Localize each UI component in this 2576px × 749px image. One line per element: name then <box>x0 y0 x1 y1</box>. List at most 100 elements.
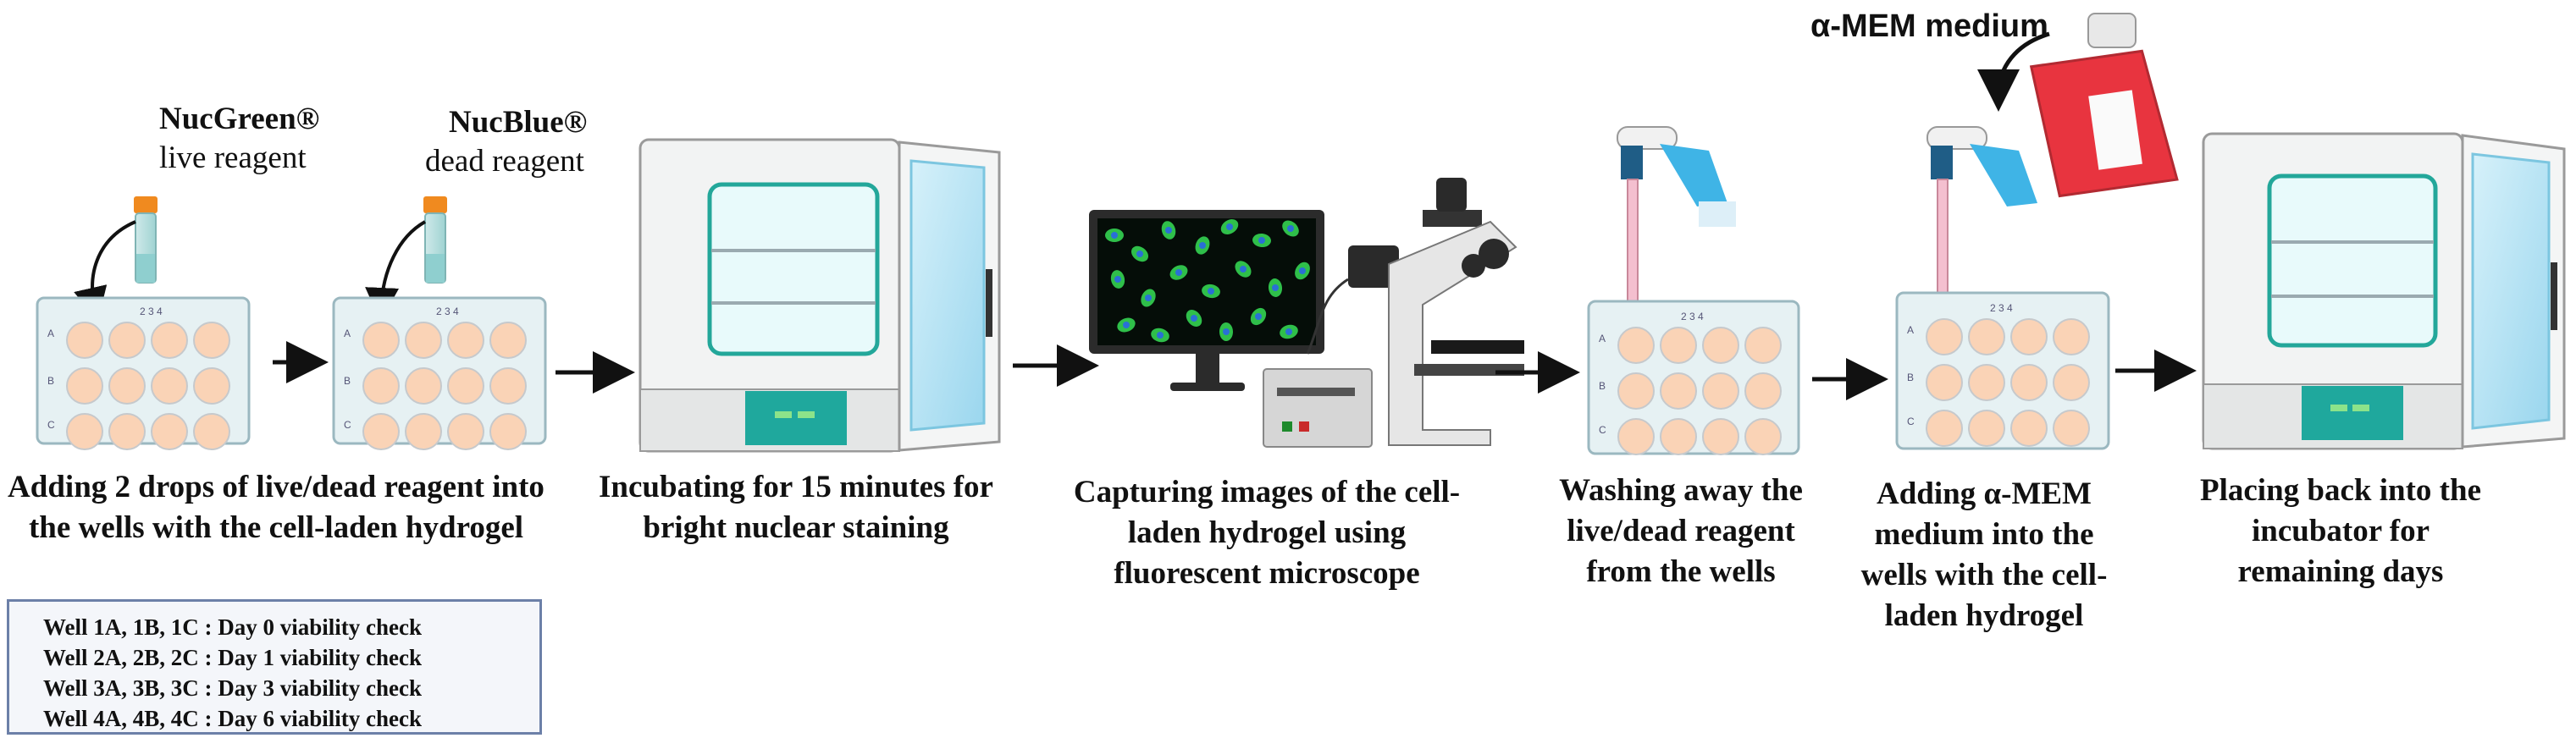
well-plate-3: 2 3 4 A B C <box>1587 300 1800 455</box>
step-5-caption: Adding α-MEM medium into the wells with … <box>1860 476 2108 633</box>
svg-text:C: C <box>47 419 55 431</box>
well-4C <box>1744 418 1782 455</box>
cell-nucleus <box>1223 328 1230 335</box>
reagent-tube-green <box>134 196 158 284</box>
cell-nucleus <box>1226 223 1233 230</box>
well-1C <box>362 413 400 450</box>
step-1-caption: Adding 2 drops of live/dead reagent into… <box>8 470 544 545</box>
cell-nucleus <box>1208 288 1214 295</box>
microscope <box>1306 178 1524 446</box>
cell-nucleus <box>1165 227 1172 234</box>
fluorescence-monitor <box>1089 210 1324 391</box>
well-1B <box>1926 364 1963 401</box>
well-4A <box>193 322 230 359</box>
well-1B <box>1617 372 1655 410</box>
cell-nucleus <box>1255 313 1262 320</box>
well-plate-1: 2 3 4 A B C <box>36 296 251 450</box>
cell-nucleus <box>1258 237 1265 244</box>
well-2A <box>108 322 146 359</box>
well-2B <box>108 367 146 405</box>
svg-text:A: A <box>47 328 54 339</box>
svg-text:A: A <box>1907 324 1914 336</box>
nucgreen-label: NucGreen® live reagent <box>159 100 379 178</box>
well-3C <box>2010 410 2048 447</box>
incubator-2 <box>2202 132 2566 450</box>
svg-text:B: B <box>47 375 54 387</box>
well-4C <box>2053 410 2090 447</box>
nucblue-label: NucBlue® dead reagent <box>425 103 645 181</box>
well-3C <box>1702 418 1739 455</box>
well-3C <box>151 413 188 450</box>
medium-bottle <box>2029 13 2179 198</box>
well-3B <box>447 367 484 405</box>
well-4C <box>489 413 527 450</box>
well-2B <box>1968 364 2005 401</box>
well-plate-2: 2 3 4 A B C <box>332 296 547 450</box>
well-1A <box>66 322 103 359</box>
nucblue-name: NucBlue® <box>449 105 588 140</box>
well-2A <box>1968 318 2005 355</box>
step-2-caption: Incubating for 15 minutes for bright nuc… <box>599 470 993 545</box>
cell-nucleus <box>1285 328 1292 335</box>
well-3C <box>447 413 484 450</box>
cell-nucleus <box>1240 266 1247 273</box>
nucgreen-sub: live reagent <box>159 140 307 175</box>
cell-nucleus <box>1123 322 1130 328</box>
well-4B <box>489 367 527 405</box>
well-2B <box>405 367 442 405</box>
well-3A <box>151 322 188 359</box>
legend-line-3: Well 3A, 3B, 3C : Day 3 viability check <box>43 675 422 701</box>
drop-arrow-2 <box>365 220 426 322</box>
well-1C <box>1617 418 1655 455</box>
reagent-tube-blue <box>423 196 447 284</box>
cell-nucleus <box>1157 332 1164 339</box>
step-6-caption: Placing back into the incubator for rema… <box>2200 473 2481 589</box>
well-4B <box>2053 364 2090 401</box>
cell-nucleus <box>1136 251 1143 257</box>
nucgreen-name: NucGreen® <box>159 102 320 136</box>
well-1A <box>1617 327 1655 364</box>
medium-arrow <box>1977 31 2050 112</box>
svg-text:C: C <box>344 419 351 431</box>
well-2C <box>1968 410 2005 447</box>
svg-text:2 3 4: 2 3 4 <box>436 306 459 317</box>
well-4B <box>1744 372 1782 410</box>
cell-nucleus <box>1145 295 1152 301</box>
nucblue-sub: dead reagent <box>425 144 584 179</box>
legend-line-4: Well 4A, 4B, 4C : Day 6 viability check <box>43 706 422 731</box>
viability-schedule-legend: Well 1A, 1B, 1C : Day 0 viability check … <box>7 599 542 735</box>
svg-text:C: C <box>1599 424 1606 436</box>
well-2C <box>1660 418 1697 455</box>
svg-text:B: B <box>1907 372 1914 383</box>
well-3A <box>1702 327 1739 364</box>
well-2C <box>108 413 146 450</box>
svg-text:2 3 4: 2 3 4 <box>1681 311 1704 322</box>
cell-nucleus <box>1114 276 1121 283</box>
svg-text:B: B <box>1599 380 1606 392</box>
well-4A <box>1744 327 1782 364</box>
cell-nucleus <box>1287 225 1294 232</box>
alpha-mem-medium-label: α-MEM medium <box>1810 8 2048 44</box>
cell-nucleus <box>1272 284 1279 291</box>
svg-text:A: A <box>1599 333 1606 344</box>
well-3B <box>1702 372 1739 410</box>
well-1A <box>362 322 400 359</box>
well-1B <box>362 367 400 405</box>
well-2A <box>405 322 442 359</box>
well-2C <box>405 413 442 450</box>
step-4-caption: Washing away the live/dead reagent from … <box>1559 473 1803 589</box>
well-1B <box>66 367 103 405</box>
cell-nucleus <box>1299 267 1306 274</box>
svg-text:B: B <box>344 375 351 387</box>
well-1C <box>66 413 103 450</box>
light-source-box <box>1263 368 1373 448</box>
plate1-col-labels: 2 3 4 <box>140 306 163 317</box>
drop-arrow-1 <box>74 220 136 322</box>
step-3-caption: Capturing images of the cell-laden hydro… <box>1073 475 1461 591</box>
cell-nucleus <box>1199 242 1206 249</box>
svg-text:2 3 4: 2 3 4 <box>1990 302 2013 314</box>
well-2A <box>1660 327 1697 364</box>
well-4A <box>489 322 527 359</box>
legend-line-1: Well 1A, 1B, 1C : Day 0 viability check <box>43 614 422 640</box>
